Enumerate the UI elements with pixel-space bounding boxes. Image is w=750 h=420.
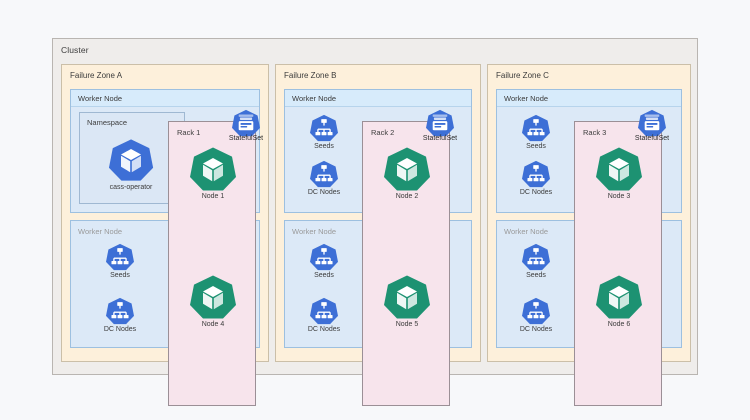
cluster-label: Cluster [61, 45, 89, 55]
service-label: Seeds [526, 272, 546, 279]
rack-3-label: Rack 3 [583, 128, 607, 137]
service-label: DC Nodes [307, 326, 341, 333]
service-dc-nodes[interactable]: DC Nodes [509, 297, 563, 333]
pod-icon [190, 147, 236, 191]
failure-zone-b-label: Failure Zone B [284, 71, 337, 80]
service-dc-nodes[interactable]: DC Nodes [509, 160, 563, 196]
worker-node-label: Worker Node [292, 227, 337, 236]
service-dc-nodes[interactable]: DC Nodes [297, 297, 351, 333]
pod-label: Node 4 [201, 321, 225, 328]
service-dc-nodes[interactable]: DC Nodes [297, 160, 351, 196]
service-seeds[interactable]: Seeds [509, 243, 563, 279]
service-label: DC Nodes [103, 326, 137, 333]
pod-label: Node 2 [395, 193, 419, 200]
service-icon [106, 297, 134, 325]
failure-zone-a-label: Failure Zone A [70, 71, 123, 80]
service-icon [522, 160, 550, 188]
pod-icon [190, 275, 236, 319]
service-icon [522, 114, 550, 142]
worker-node-header: Worker Node [285, 90, 471, 107]
service-label: Seeds [314, 143, 334, 150]
failure-zone-c-label: Failure Zone C [496, 71, 549, 80]
service-seeds[interactable]: Seeds [509, 114, 563, 150]
pod-label: Node 3 [607, 193, 631, 200]
pod-label: Node 6 [607, 321, 631, 328]
service-seeds[interactable]: Seeds [93, 243, 147, 279]
service-icon [310, 114, 338, 142]
pod-node-4[interactable]: Node 4 [186, 274, 240, 328]
pod-label: Node 5 [395, 321, 419, 328]
failure-zone-c: Failure Zone C Worker Node [487, 64, 691, 406]
rack-1: Rack 1 Node 1 [168, 121, 256, 406]
pod-cass-operator[interactable]: cass-operator [104, 137, 158, 191]
pod-icon [108, 139, 154, 181]
statefulset-3[interactable]: StatefulSet [624, 109, 680, 142]
pod-icon [384, 147, 430, 191]
pod-label: cass-operator [109, 184, 153, 191]
namespace-label: Namespace [87, 118, 128, 127]
worker-node-label: Worker Node [292, 94, 337, 103]
service-label: DC Nodes [307, 189, 341, 196]
statefulset-1[interactable]: StatefulSet [218, 109, 274, 142]
service-label: DC Nodes [519, 326, 553, 333]
worker-node-label: Worker Node [78, 94, 123, 103]
worker-node-label: Worker Node [504, 227, 549, 236]
worker-node-label: Worker Node [504, 94, 549, 103]
rack-2-label: Rack 2 [371, 128, 395, 137]
service-dc-nodes[interactable]: DC Nodes [93, 297, 147, 333]
failure-zone-a: Failure Zone A Worker Node Namespace [61, 64, 269, 406]
worker-node-header: Worker Node [497, 90, 681, 107]
rack-2: Rack 2 Node 2 [362, 121, 450, 406]
pod-icon [596, 275, 642, 319]
pod-icon [384, 275, 430, 319]
pod-node-1[interactable]: Node 1 [186, 146, 240, 200]
pod-label: Node 1 [201, 193, 225, 200]
service-icon [310, 243, 338, 271]
rack-1-label: Rack 1 [177, 128, 201, 137]
statefulset-label: StatefulSet [228, 135, 264, 142]
pod-node-3[interactable]: Node 3 [592, 146, 646, 200]
cluster-container: Cluster Failure Zone A Worker Node Names… [52, 38, 698, 406]
statefulset-icon [426, 109, 454, 137]
pod-icon [596, 147, 642, 191]
statefulset-icon [232, 109, 260, 137]
service-label: DC Nodes [519, 189, 553, 196]
service-icon [310, 160, 338, 188]
pod-node-6[interactable]: Node 6 [592, 274, 646, 328]
statefulset-label: StatefulSet [634, 135, 670, 142]
service-icon [106, 243, 134, 271]
service-label: Seeds [110, 272, 130, 279]
service-seeds[interactable]: Seeds [297, 114, 351, 150]
worker-node-label: Worker Node [78, 227, 123, 236]
statefulset-label: StatefulSet [422, 135, 458, 142]
failure-zone-b: Failure Zone B Worker Node [275, 64, 481, 406]
rack-3: Rack 3 Node 3 [574, 121, 662, 406]
service-label: Seeds [526, 143, 546, 150]
service-seeds[interactable]: Seeds [297, 243, 351, 279]
statefulset-icon [638, 109, 666, 137]
service-label: Seeds [314, 272, 334, 279]
statefulset-2[interactable]: StatefulSet [412, 109, 468, 142]
pod-node-2[interactable]: Node 2 [380, 146, 434, 200]
worker-node-header: Worker Node [71, 90, 259, 107]
service-icon [522, 243, 550, 271]
service-icon [310, 297, 338, 325]
pod-node-5[interactable]: Node 5 [380, 274, 434, 328]
service-icon [522, 297, 550, 325]
